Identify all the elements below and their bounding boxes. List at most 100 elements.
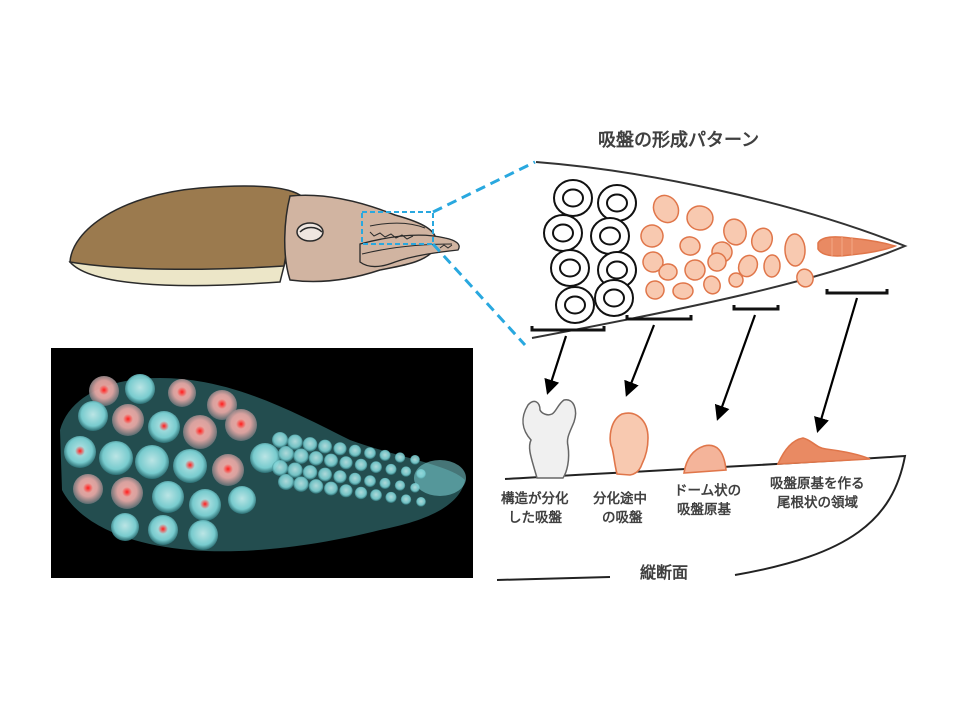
- micrograph-small-cell-25: [364, 447, 376, 460]
- stage-label-4-line2: 尾根状の領域: [777, 494, 858, 511]
- cuttlefish-eye: [296, 222, 324, 242]
- developing-sucker-11: [796, 268, 814, 288]
- mature-sucker-inner-6: [606, 260, 628, 280]
- section-markers: [530, 289, 889, 332]
- mature-sucker-inner-7: [564, 295, 586, 315]
- micrograph-small-cell-14: [324, 453, 338, 468]
- ridge-region: [817, 236, 898, 257]
- micrograph-small-cell-22: [354, 458, 368, 472]
- mature-sucker-group: [543, 179, 637, 324]
- micrograph-small-cell-9: [302, 437, 318, 452]
- micrograph-small-cell-19: [333, 470, 347, 484]
- micrograph-small-cell-27: [364, 475, 376, 488]
- micrograph-cell-center-22: [158, 524, 168, 534]
- micrograph-small-cell-10: [308, 451, 324, 466]
- micrograph-cell-center-17: [122, 487, 132, 497]
- micrograph-cells: [64, 374, 466, 550]
- micrograph-small-cell-21: [348, 444, 362, 458]
- micrograph-cell-11: [99, 441, 133, 475]
- micrograph-cell-center-13: [185, 460, 195, 470]
- micrograph-small-cell-18: [339, 456, 353, 470]
- developing-sucker-19: [703, 275, 721, 295]
- micrograph-small-cell-7: [287, 462, 303, 478]
- mature-sucker-inner-1: [562, 188, 584, 208]
- micrograph-cell-center-19: [200, 499, 210, 509]
- developing-sucker-10: [763, 254, 781, 278]
- section-mature-sucker: [522, 399, 577, 479]
- developing-sucker-18: [672, 282, 694, 300]
- callout-box: [361, 211, 434, 245]
- micrograph-small-cell-15: [318, 467, 332, 482]
- callout-line-top: [432, 160, 536, 214]
- section-base-line: [496, 576, 611, 581]
- mature-sucker-inner-2: [606, 193, 628, 213]
- stage-label-4-line1: 吸盤原基を作る: [770, 475, 865, 492]
- developing-sucker-9: [737, 254, 759, 278]
- longitudinal-section: [496, 399, 907, 581]
- callout-line-bottom: [431, 242, 527, 347]
- micrograph-small-cell-32: [385, 491, 397, 503]
- stage-label-3-line1: ドーム状の: [674, 482, 741, 499]
- developing-sucker-17: [645, 280, 665, 300]
- developing-sucker-2: [686, 205, 714, 231]
- micrograph-small-cell-13: [318, 439, 332, 454]
- section-outline: [504, 454, 907, 576]
- micrograph-small-cell-34: [400, 466, 412, 477]
- mature-sucker-inner-4: [599, 226, 621, 246]
- section-label: 縦断面: [640, 563, 688, 582]
- micrograph-cell-5: [78, 401, 108, 431]
- micrograph-small-cell-35: [394, 480, 406, 491]
- stage-label-3-line2: 吸盤原基: [677, 501, 731, 518]
- micrograph-cell-21: [111, 513, 139, 541]
- micrograph-small-cell-37: [410, 454, 420, 465]
- cuttlefish-arms: [359, 234, 460, 268]
- micrograph-cell-center-9: [236, 419, 246, 429]
- arrow-4: [814, 297, 859, 433]
- stage-label-1-line2: した吸盤: [508, 509, 562, 526]
- developing-sucker-15: [707, 252, 727, 272]
- micrograph-small-cell-1: [272, 432, 288, 448]
- cuttlefish-mantle: [69, 185, 301, 271]
- micrograph-small-cell-20: [339, 484, 353, 498]
- section-primordium: [683, 444, 727, 474]
- developing-sucker-5: [784, 233, 806, 267]
- micrograph-small-cell-5: [287, 434, 303, 450]
- cuttlefish-illustration: [68, 160, 536, 347]
- mature-sucker-inner-8: [603, 288, 625, 308]
- developing-sucker-7: [679, 236, 701, 256]
- section-arrows: [544, 297, 859, 433]
- micrograph-small-cell-29: [379, 449, 391, 461]
- micrograph-small-cell-23: [348, 472, 362, 486]
- micrograph-small-cell-36: [400, 494, 412, 505]
- micrograph-cell-2: [125, 374, 155, 404]
- arm-tip-schematic: [530, 161, 908, 339]
- micrograph-small-cell-17: [333, 442, 347, 456]
- developing-sucker-6: [640, 224, 664, 248]
- developing-sucker-3: [723, 218, 747, 246]
- micrograph-small-cell-8: [293, 476, 309, 492]
- micrograph-small-cell-24: [354, 486, 368, 500]
- arrow-3: [714, 314, 757, 421]
- micrograph-cell-20: [228, 486, 256, 514]
- micrograph-ridge-glow: [414, 460, 466, 496]
- arrow-1: [544, 335, 568, 395]
- developing-sucker-1: [652, 194, 680, 224]
- stage-label-1-line1: 構造が分化: [501, 490, 569, 507]
- developing-sucker-13: [658, 263, 678, 281]
- micrograph-small-cell-3: [272, 460, 288, 476]
- micrograph-cell-center-3: [177, 387, 187, 397]
- stage-label-2-line1: 分化途中: [593, 490, 647, 507]
- micrograph-cell-23: [188, 520, 218, 550]
- diagram-title: 吸盤の形成パターン: [598, 129, 759, 151]
- developing-sucker-4: [750, 227, 774, 253]
- micrograph-small-cell-40: [416, 496, 426, 507]
- arrow-2: [624, 324, 656, 397]
- micrograph-small-cell-31: [379, 477, 391, 489]
- micrograph-cell-center-16: [83, 483, 93, 493]
- stage-label-2-line2: の吸盤: [602, 509, 643, 526]
- micrograph-cell-center-6: [123, 414, 133, 424]
- developing-sucker-16: [728, 272, 744, 288]
- micrograph-cell-center-1: [99, 385, 109, 395]
- micrograph-small-cell-12: [308, 479, 324, 494]
